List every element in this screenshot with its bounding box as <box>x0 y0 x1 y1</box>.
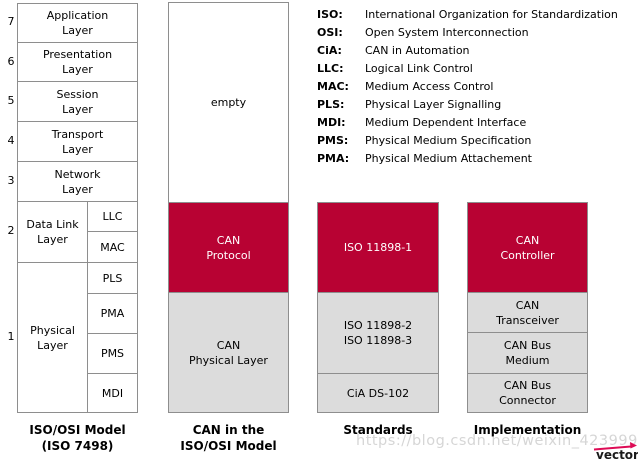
osi-cell-transport: Transport Layer <box>17 121 138 162</box>
legend-definition: International Organization for Standardi… <box>365 7 618 21</box>
legend-definition: Logical Link Control <box>365 61 473 75</box>
caption-implementation: Implementation <box>473 423 582 437</box>
svg-text:vector: vector <box>596 448 638 462</box>
legend-definition: Physical Medium Attachement <box>365 151 532 165</box>
legend-definition: Open System Interconnection <box>365 25 529 39</box>
caption-iso-osi-model: ISO/OSI Model (ISO 7498) <box>29 423 126 453</box>
osi-layer-number-2: 2 <box>7 224 15 237</box>
caption-standards: Standards <box>343 423 413 437</box>
osi-layer-number-3: 3 <box>7 174 15 187</box>
impl-can-bus-connector-box: CAN Bus Connector <box>467 373 588 413</box>
osi-cell-datalink: Data Link Layer <box>17 201 88 263</box>
legend-definition: Physical Layer Signalling <box>365 97 502 111</box>
legend-row: PLS: Physical Layer Signalling <box>317 95 618 113</box>
legend-abbr: PLS: <box>317 97 345 111</box>
standards-cia-ds102-box: CiA DS-102 <box>317 373 439 413</box>
legend-row: OSI: Open System Interconnection <box>317 23 618 41</box>
osi-cell-mac: MAC <box>87 231 138 263</box>
osi-cell-physical: Physical Layer <box>17 262 88 413</box>
caption-can-in-osi: CAN in the ISO/OSI Model <box>180 423 277 453</box>
can-empty-box: empty <box>168 2 289 203</box>
standards-iso11898-1-box: ISO 11898-1 <box>317 202 439 293</box>
legend-abbr: PMA: <box>317 151 350 165</box>
impl-can-controller-box: CAN Controller <box>467 202 588 293</box>
osi-layer-number-6: 6 <box>7 55 15 68</box>
watermark-url: https://blog.csdn.net/weixin_42399934 <box>356 433 639 449</box>
legend-abbr: ISO: <box>317 7 343 21</box>
legend-abbr: PMS: <box>317 133 349 147</box>
legend-row: LLC: Logical Link Control <box>317 59 618 77</box>
osi-cell-llc: LLC <box>87 201 138 232</box>
legend-definition: Physical Medium Specification <box>365 133 532 147</box>
legend-row: ISO: International Organization for Stand… <box>317 5 618 23</box>
legend-row: PMS: Physical Medium Specification <box>317 131 618 149</box>
osi-cell-pma: PMA <box>87 293 138 334</box>
can-protocol-box: CAN Protocol <box>168 202 289 293</box>
legend-row: CiA: CAN in Automation <box>317 41 618 59</box>
osi-cell-pls: PLS <box>87 262 138 294</box>
abbreviation-legend: ISO: International Organization for Stand… <box>317 5 618 167</box>
legend-row: PMA: Physical Medium Attachement <box>317 149 618 167</box>
legend-abbr: MDI: <box>317 115 346 129</box>
legend-abbr: LLC: <box>317 61 344 75</box>
legend-abbr: CiA: <box>317 43 342 57</box>
osi-layer-number-7: 7 <box>7 15 15 28</box>
osi-cell-pms: PMS <box>87 333 138 374</box>
vector-logo-swoosh-icon: vector <box>593 442 639 462</box>
legend-abbr: MAC: <box>317 79 349 93</box>
osi-cell-mdi: MDI <box>87 373 138 413</box>
legend-definition: Medium Access Control <box>365 79 494 93</box>
osi-layer-number-4: 4 <box>7 134 15 147</box>
can-physical-layer-box: CAN Physical Layer <box>168 292 289 413</box>
osi-cell-network: Network Layer <box>17 161 138 202</box>
legend-row: MDI: Medium Dependent Interface <box>317 113 618 131</box>
legend-abbr: OSI: <box>317 25 343 39</box>
osi-cell-application: Application Layer <box>17 3 138 43</box>
osi-layer-number-5: 5 <box>7 94 15 107</box>
impl-can-bus-medium-box: CAN Bus Medium <box>467 332 588 374</box>
vector-logo: vector <box>592 440 639 464</box>
osi-cell-session: Session Layer <box>17 81 138 122</box>
legend-definition: Medium Dependent Interface <box>365 115 527 129</box>
osi-cell-presentation: Presentation Layer <box>17 42 138 82</box>
standards-iso11898-2-3-box: ISO 11898-2 ISO 11898-3 <box>317 292 439 374</box>
impl-can-transceiver-box: CAN Transceiver <box>467 292 588 333</box>
legend-row: MAC: Medium Access Control <box>317 77 618 95</box>
osi-layer-number-1: 1 <box>7 330 15 343</box>
legend-definition: CAN in Automation <box>365 43 470 57</box>
